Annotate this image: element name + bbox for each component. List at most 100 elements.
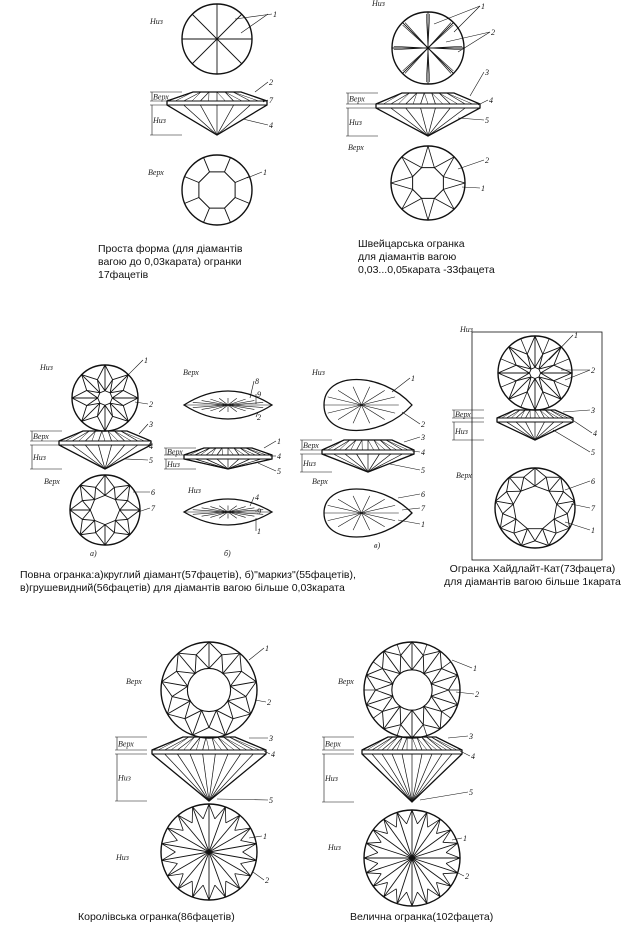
facet-line [553,380,570,388]
view-label: Низ [348,118,362,127]
facet-line [208,851,226,898]
facet-line [376,736,393,751]
facet-line [372,829,413,859]
facet-line [124,359,144,379]
facet-line [224,157,231,173]
caption-great-cut: Велична огранка(102фацета) [350,911,494,923]
facet-line [94,487,97,500]
facet-line [427,13,431,49]
callout-number: 7 [269,96,274,105]
facet-line [538,354,544,370]
facet-line [427,47,452,74]
facet-line [214,806,226,820]
facet-line [542,338,550,355]
facet-line [208,851,241,890]
callout-number: 1 [421,520,425,529]
facet-line [167,713,186,720]
facet-line [222,652,241,674]
facet-line [166,696,173,715]
facet-line [538,364,554,370]
callout-number: 6 [151,488,155,497]
view-label: Верх [183,368,199,377]
facet-line [208,753,241,802]
view-label: Верх [153,93,169,102]
facet-line [147,441,152,447]
facet-line [239,447,256,456]
facet-line [542,528,550,546]
facet-line [95,524,106,533]
facet-line [427,145,435,168]
facet-line [363,857,379,864]
facet-line [385,439,403,451]
facet-line [442,872,458,875]
callout-number: 3 [148,420,153,429]
facet-line [327,396,362,406]
facet-line [366,668,383,676]
facet-line [513,518,517,534]
caption-highlight-cut: Огранка Хайдлайт-Кат(73фацета) для діама… [430,563,635,589]
facet-line [240,863,251,877]
facet-line [500,358,517,366]
facet-line [366,863,379,874]
facet-line [496,421,536,441]
caption-line: 0,03...0,05карата -33фацета [358,264,495,276]
facet-line [205,458,229,470]
facet-line [230,681,257,687]
facet-line [433,5,481,25]
facet-line [411,809,418,825]
facet-line [564,480,591,491]
facet-line [221,652,240,656]
facet-line [453,92,481,105]
facet-line [194,447,211,456]
facet-line [396,644,402,656]
caption-line: Огранка Хайдлайт-Кат(73фацета) [449,563,616,575]
facet-line [176,670,196,674]
facet-line [402,47,429,72]
facet-line [457,31,491,53]
facet-line [184,176,200,183]
facet-line [411,753,423,803]
facet-line [366,842,379,853]
facet-line [508,346,517,366]
facet-line [115,484,131,500]
facet-line [245,681,257,697]
facet-line [164,736,189,751]
facet-line [405,107,429,137]
facet-line [234,873,251,877]
profile-outline [151,736,267,802]
facet-line [375,92,403,105]
facet-line [69,500,83,511]
facet-line [81,374,101,394]
callout-number: 5 [591,448,595,457]
facet-line [210,506,229,513]
facet-line [566,513,571,529]
facet-line [71,444,106,470]
facet-line [520,528,528,546]
caption-swiss-cut: Швейцарська огранка для діамантів вагою … [358,238,558,277]
facet-line [192,727,210,736]
facet-line [453,5,481,33]
facet-line [431,736,458,751]
facet-line [115,499,128,502]
facet-line [109,379,114,393]
facet-line [81,405,88,422]
facet-line [383,724,401,730]
facet-line [427,47,454,72]
facet-line [446,92,473,105]
facet-line [508,346,528,355]
facet-line [416,736,428,751]
facet-line [161,681,173,697]
facet-line [242,118,269,126]
facet-line [221,654,224,674]
facet-line [549,409,569,419]
facet-line [411,450,421,453]
facet-line [391,736,403,751]
facet-line [404,47,429,74]
facet-line [562,409,591,413]
facet-line [427,888,441,898]
facet-line [114,484,130,488]
facet-line [516,376,532,382]
facet-line [427,22,452,49]
